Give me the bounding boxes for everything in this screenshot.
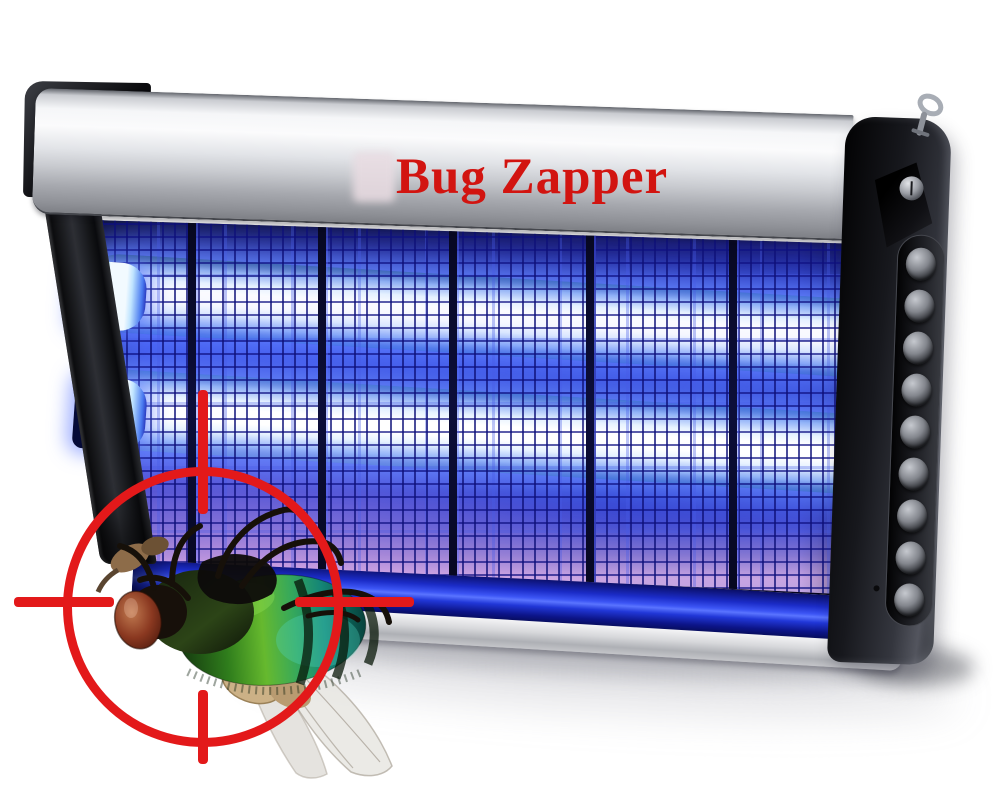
blurred-watermark-patch bbox=[353, 152, 395, 202]
reticle-tick-left bbox=[14, 597, 114, 607]
grid-divider-bar bbox=[729, 220, 737, 596]
reticle-tick-right bbox=[295, 597, 414, 607]
grid-divider-bar bbox=[188, 220, 196, 596]
reticle-tick-bottom bbox=[198, 690, 208, 764]
chain-link-icon bbox=[911, 93, 944, 137]
reticle-tick-top bbox=[198, 390, 208, 514]
right-end-cap bbox=[826, 93, 952, 666]
grid-divider-bar bbox=[449, 220, 457, 596]
grid-divider-bar bbox=[318, 220, 326, 596]
product-title: Bug Zapper bbox=[396, 149, 669, 205]
grid-divider-bar bbox=[586, 220, 594, 596]
